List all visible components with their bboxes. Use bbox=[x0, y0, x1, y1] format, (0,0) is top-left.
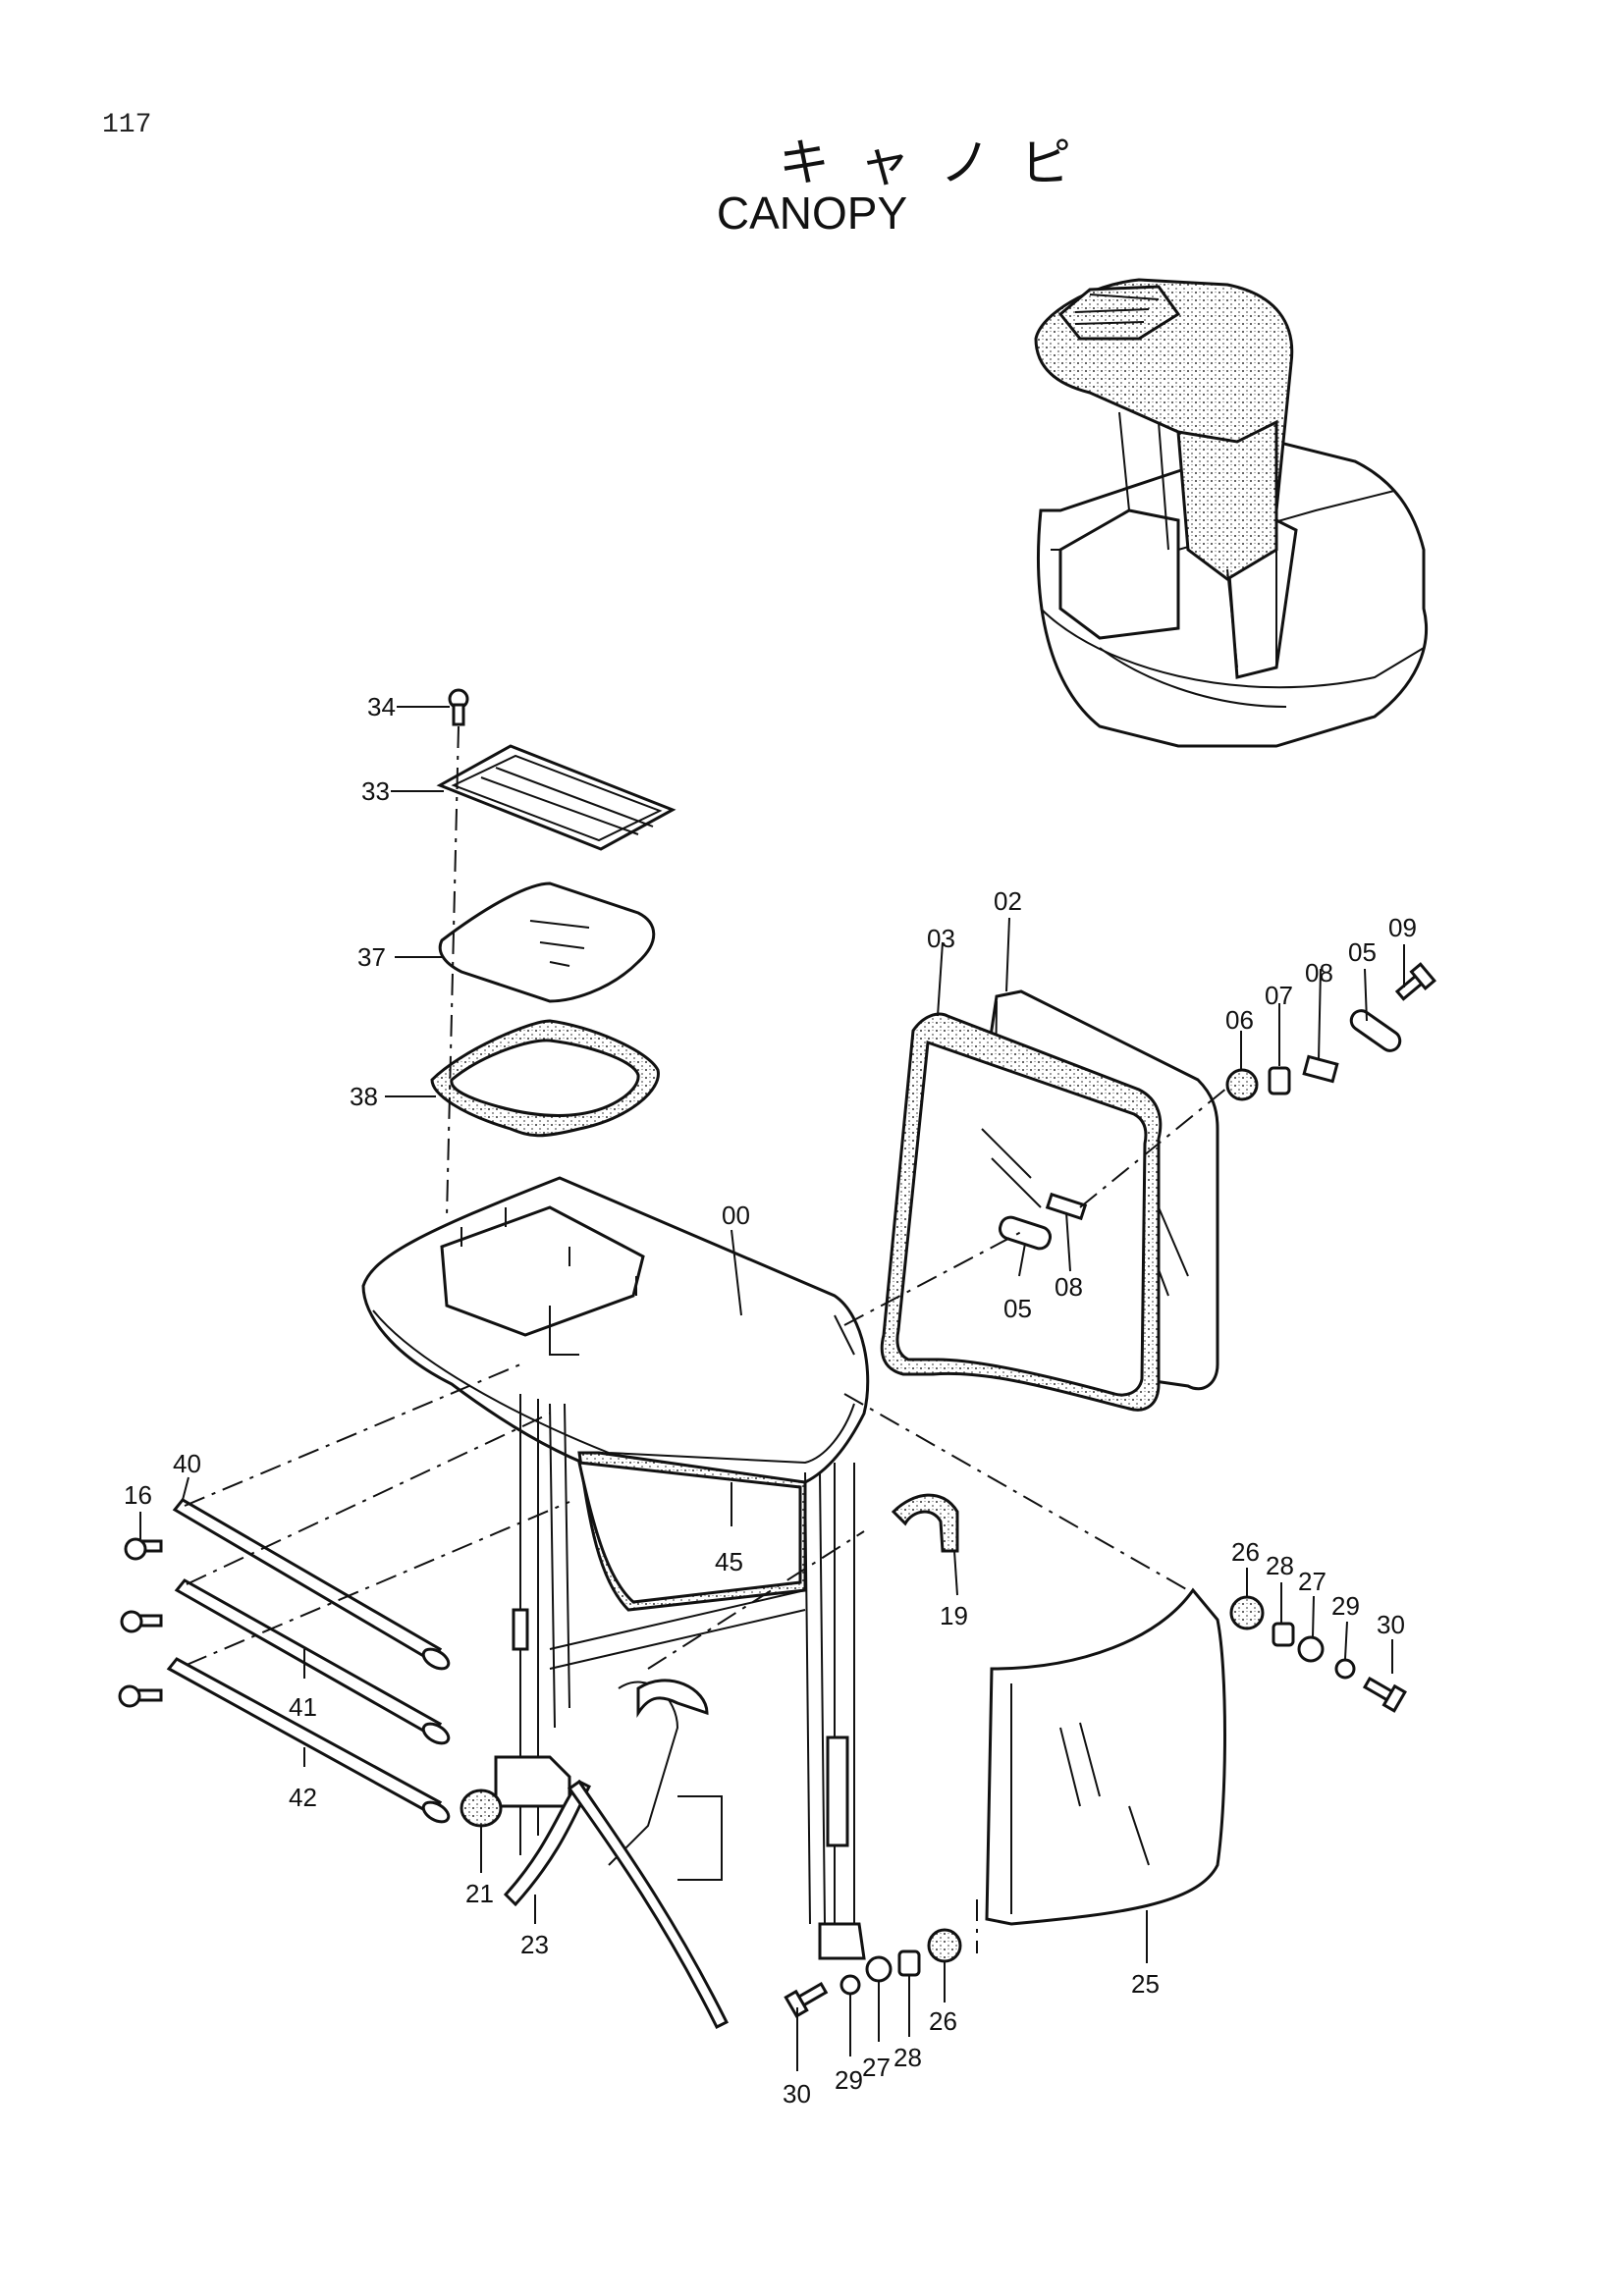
part-label-41: 41 bbox=[289, 1692, 317, 1722]
page-number: 117 bbox=[102, 110, 152, 140]
part-label-16: 16 bbox=[124, 1480, 152, 1510]
part-label-27-lower: 27 bbox=[862, 2053, 891, 2082]
part-label-28: 28 bbox=[1266, 1551, 1294, 1580]
canopy-frame bbox=[494, 1394, 866, 1960]
bolt-16-a bbox=[124, 1537, 163, 1561]
canopy-roof-00 bbox=[361, 1176, 870, 1484]
title-english: CANOPY bbox=[716, 187, 908, 239]
part-label-26: 26 bbox=[1231, 1537, 1260, 1567]
door-panel-25 bbox=[843, 1393, 1226, 1953]
bolt-16-c bbox=[118, 1684, 163, 1708]
part-label-34: 34 bbox=[367, 692, 396, 721]
part-label-08-lower: 08 bbox=[1055, 1272, 1083, 1302]
hinge-hardware-top bbox=[1225, 962, 1436, 1101]
part-label-19: 19 bbox=[940, 1601, 968, 1630]
bolt-16-b bbox=[120, 1610, 163, 1633]
part-labels: 34 33 37 38 00 02 03 09 05 08 07 06 05 0… bbox=[124, 692, 1417, 2109]
part-label-29-lower: 29 bbox=[835, 2065, 863, 2095]
part-label-26-lower: 26 bbox=[929, 2006, 957, 2036]
part-label-08: 08 bbox=[1305, 958, 1333, 988]
part-label-42: 42 bbox=[289, 1783, 317, 1812]
part-label-33: 33 bbox=[361, 776, 390, 806]
part-label-00: 00 bbox=[722, 1201, 750, 1230]
door-glass-assembly bbox=[880, 989, 1219, 1412]
part-label-45: 45 bbox=[715, 1547, 743, 1576]
part-label-21: 21 bbox=[465, 1879, 494, 1908]
overview-illustration bbox=[1034, 278, 1429, 748]
part-label-38: 38 bbox=[350, 1082, 378, 1111]
bolt-34 bbox=[448, 688, 469, 726]
part-label-27: 27 bbox=[1298, 1567, 1326, 1596]
roof-hatch-assembly bbox=[430, 688, 677, 1218]
part-label-03: 03 bbox=[927, 924, 955, 953]
part-label-37: 37 bbox=[357, 942, 386, 972]
tie-rods bbox=[118, 1363, 570, 1824]
part-label-02: 02 bbox=[994, 886, 1022, 916]
part-label-25: 25 bbox=[1131, 1969, 1160, 1999]
hinge-hardware-right bbox=[1229, 1595, 1407, 1713]
part-label-30-lower: 30 bbox=[783, 2079, 811, 2109]
part-label-05-lower: 05 bbox=[1003, 1294, 1032, 1323]
part-label-05: 05 bbox=[1348, 937, 1377, 967]
part-label-09: 09 bbox=[1388, 913, 1417, 942]
part-label-06: 06 bbox=[1225, 1005, 1254, 1035]
title-japanese: キャノピ bbox=[778, 135, 1101, 192]
hinge-hardware-bottom bbox=[784, 1928, 962, 2018]
part-label-40: 40 bbox=[173, 1449, 201, 1478]
part-label-23: 23 bbox=[520, 1930, 549, 1959]
leader-lines bbox=[139, 706, 1405, 2071]
part-label-07: 07 bbox=[1265, 981, 1293, 1010]
misc-parts bbox=[460, 1493, 959, 2030]
part-label-30: 30 bbox=[1377, 1610, 1405, 1639]
part-label-29: 29 bbox=[1331, 1591, 1360, 1621]
part-label-28-lower: 28 bbox=[893, 2043, 922, 2072]
